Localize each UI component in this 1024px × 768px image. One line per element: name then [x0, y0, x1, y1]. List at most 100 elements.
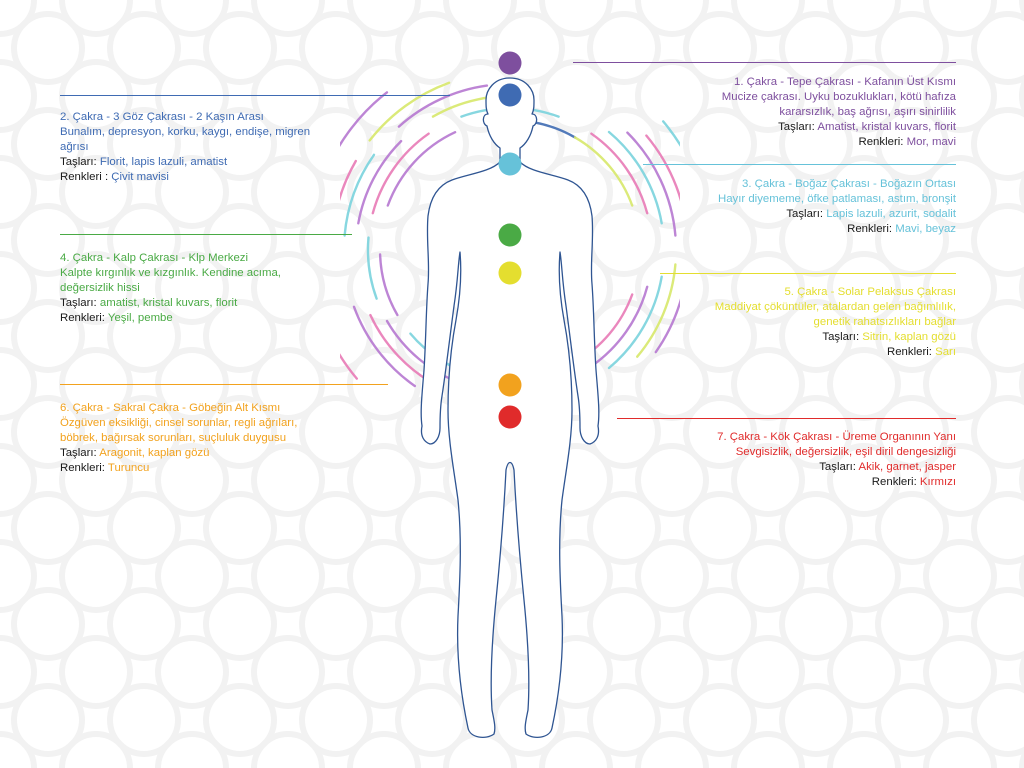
stones-row: Taşları: Aragonit, kaplan gözü	[60, 446, 388, 461]
stones-value: Sitrin, kaplan gözü	[862, 331, 956, 343]
chakra-description: Sevgisizlik, değersizlik, eşil diril den…	[735, 446, 956, 458]
aura-arc	[590, 285, 649, 368]
colors-label: Renkleri:	[871, 476, 917, 488]
colors-label: Renkleri:	[886, 346, 932, 358]
stones-value: amatist, kristal kuvars, florit	[99, 297, 238, 309]
colors-row: Renkleri: Sarı	[660, 345, 956, 360]
colors-label: Renkleri:	[60, 312, 105, 324]
aura-arc	[340, 353, 358, 380]
aura-arc	[378, 253, 399, 317]
stones-value: Akik, garnet, jasper	[858, 461, 957, 473]
chakra-title: 7. Çakra - Kök Çakrası - Üreme Organının…	[717, 431, 956, 443]
chakra-description: böbrek, bağırsak sorunları, suçluluk duy…	[60, 432, 287, 444]
chakra-info-throat: 3. Çakra - Boğaz Çakrası - Boğazın Ortas…	[643, 177, 956, 237]
stones-row: Taşları: Akik, garnet, jasper	[617, 460, 956, 475]
stones-label: Taşları:	[819, 461, 856, 473]
divider-line	[60, 234, 352, 235]
colors-value: Mor, mavi	[906, 136, 956, 148]
chakra-description: Hayır diyememe, öfke patlaması, astım, b…	[717, 193, 956, 205]
stones-label: Taşları:	[786, 208, 824, 220]
chakra-description: Özgüven eksikliği, cinsel sorunlar, regl…	[60, 417, 298, 429]
colors-label: Renkleri:	[858, 136, 904, 148]
aura-arc	[662, 120, 680, 147]
chakra-dots	[498, 51, 522, 429]
colors-row: Renkleri: Turuncu	[60, 461, 388, 476]
chakra-dot-sacral	[498, 373, 522, 397]
aura-arc	[386, 131, 457, 207]
stones-label: Taşları:	[60, 447, 97, 459]
colors-value: Yeşil, pembe	[107, 312, 173, 324]
colors-value: Çivit mavisi	[111, 171, 169, 183]
stones-label: Taşları:	[60, 156, 97, 168]
chakra-description: genetik rahatsızlıkları bağlar	[813, 316, 956, 328]
chakra-title: 5. Çakra - Solar Pelaksus Çakrası	[784, 286, 956, 298]
human-figure-diagram	[340, 51, 680, 739]
aura-arc	[340, 91, 389, 148]
aura-arc	[645, 134, 680, 202]
colors-row: Renkleri: Yeşil, pembe	[60, 311, 352, 326]
stones-value: Lapis lazuli, azurit, sodalit	[826, 208, 956, 220]
aura-arc	[607, 130, 663, 225]
stones-value: Florit, lapis lazuli, amatist	[99, 156, 228, 168]
colors-value: Kırmızı	[919, 476, 956, 488]
chakra-title: 4. Çakra - Kalp Çakrası - Klp Merkezi	[60, 252, 249, 264]
divider-line	[660, 273, 956, 274]
stones-row: Taşları: Lapis lazuli, azurit, sodalit	[643, 207, 956, 222]
aura-arc	[357, 139, 403, 225]
aura-arc	[352, 305, 416, 388]
stones-value: Amatist, kristal kuvars, florit	[817, 121, 956, 133]
aura-arc	[340, 159, 357, 202]
stones-row: Taşları: Florit, lapis lazuli, amatist	[60, 155, 360, 170]
colors-label: Renkleri:	[60, 462, 105, 474]
stones-label: Taşları:	[822, 331, 860, 343]
chakra-description: kararsızlık, baş ağrısı, aşırı sinirlili…	[779, 106, 956, 118]
chakra-dot-root	[498, 405, 522, 429]
chakra-description: Kalpte kırgınlık ve kızgınlık. Kendine a…	[60, 267, 281, 279]
chakra-title: 2. Çakra - 3 Göz Çakrası - 2 Kaşın Arası	[60, 111, 264, 123]
colors-row: Renkleri: Mor, mavi	[573, 135, 957, 150]
chakra-title: 6. Çakra - Sakral Çakra - Göbeğin Alt Kı…	[60, 402, 281, 414]
aura-arc	[368, 81, 451, 142]
chakra-description: ağrısı	[60, 141, 89, 153]
divider-line	[60, 95, 450, 96]
divider-line	[573, 62, 956, 63]
aura-arc	[343, 153, 376, 237]
chakra-info-crown: 1. Çakra - Tepe Çakrası - Kafanın Üst Kı…	[573, 75, 956, 150]
colors-row: Renkleri: Mavi, beyaz	[643, 222, 956, 237]
colors-value: Mavi, beyaz	[895, 223, 956, 235]
chakra-dot-crown	[498, 51, 522, 75]
stones-row: Taşları: Amatist, kristal kuvars, florit	[573, 120, 956, 135]
chakra-dot-solar	[498, 261, 522, 285]
chakra-title: 3. Çakra - Boğaz Çakrası - Boğazın Ortas…	[742, 178, 956, 190]
chakra-title: 1. Çakra - Tepe Çakrası - Kafanın Üst Kı…	[734, 76, 956, 88]
aura-arc	[636, 263, 677, 358]
chakra-description: Bunalım, depresyon, korku, kaygı, endişe…	[60, 126, 311, 138]
colors-label: Renkleri:	[847, 223, 893, 235]
aura-arc	[397, 84, 489, 128]
aura-arc	[573, 136, 634, 207]
chakra-info-root: 7. Çakra - Kök Çakrası - Üreme Organının…	[617, 430, 956, 490]
chakra-info-sacral: 6. Çakra - Sakral Çakra - Göbeğin Alt Kı…	[60, 401, 388, 476]
stones-row: Taşları: amatist, kristal kuvars, florit	[60, 296, 352, 311]
colors-value: Turuncu	[107, 462, 150, 474]
stones-row: Taşları: Sitrin, kaplan gözü	[660, 330, 956, 345]
stones-value: Aragonit, kaplan gözü	[99, 447, 210, 459]
colors-label: Renkleri :	[60, 171, 109, 183]
stones-label: Taşları:	[778, 121, 815, 133]
stones-label: Taşları:	[60, 297, 97, 309]
chakra-description: değersizlik hissi	[60, 282, 140, 294]
chakra-dot-heart	[498, 223, 522, 247]
chakra-dot-throat	[498, 152, 522, 176]
divider-line	[617, 418, 956, 419]
colors-row: Renkleri: Kırmızı	[617, 475, 956, 490]
chakra-info-third-eye: 2. Çakra - 3 Göz Çakrası - 2 Kaşın Arası…	[60, 110, 360, 185]
chakra-description: Maddiyat çöküntüler, atalardan gelen bağ…	[714, 301, 956, 313]
aura-arc	[371, 132, 430, 215]
aura-arc	[607, 275, 663, 370]
colors-row: Renkleri : Çivit mavisi	[60, 170, 360, 185]
chakra-dot-third-eye	[498, 83, 522, 107]
divider-line	[643, 164, 956, 165]
aura-arc	[590, 132, 649, 215]
chakra-description: Mucize çakrası. Uyku bozuklukları, kötü …	[721, 91, 956, 103]
